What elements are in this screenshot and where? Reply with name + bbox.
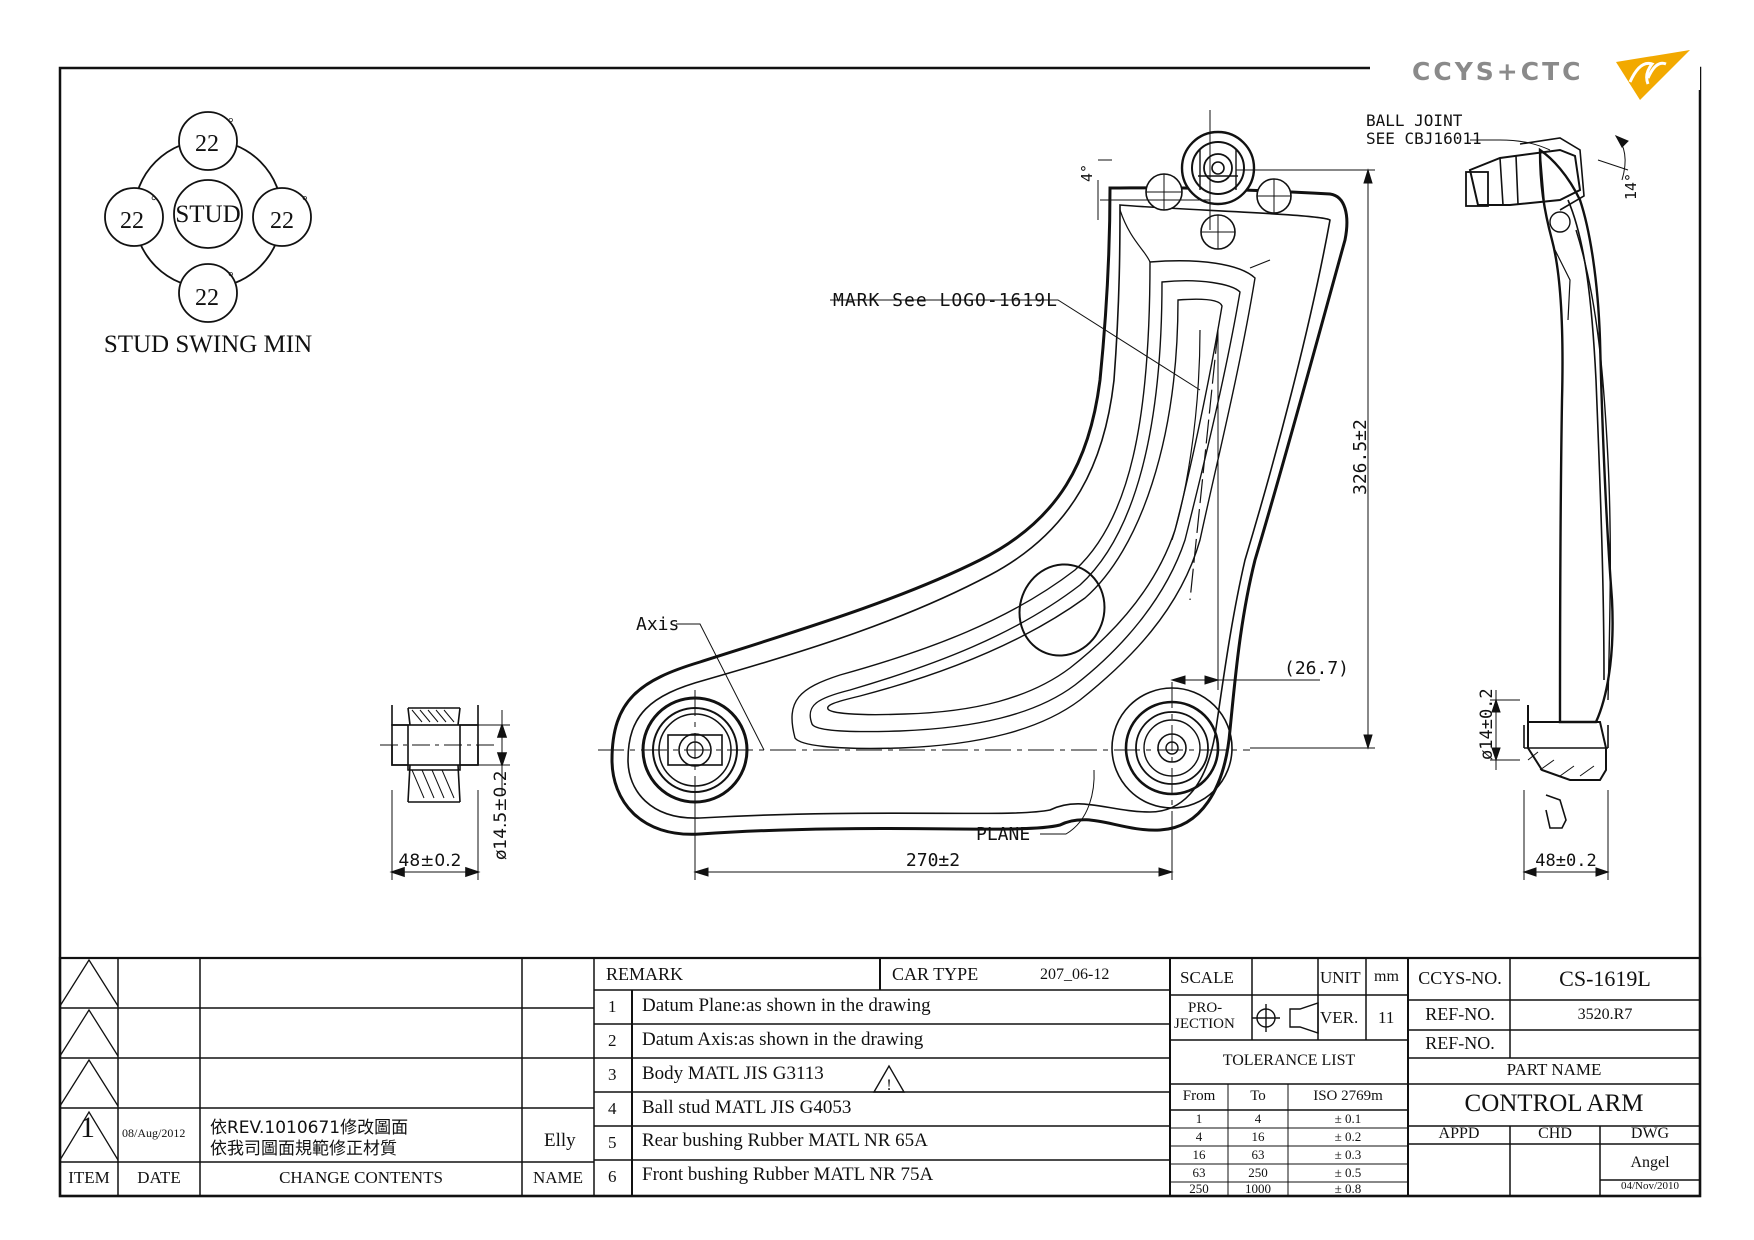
tolerance-to: 4 [1254,1111,1262,1126]
change-contents-header: CHANGE CONTENTS [279,1168,443,1187]
ccys-no-value: CS-1619L [1559,966,1651,991]
revision-change-line1: 依REV.1010671修改圖面 [210,1118,409,1138]
projection-label-1: PRO- [1188,1000,1223,1016]
revision-item-number: 1 [80,1111,95,1144]
title-block-grid [58,956,1702,1198]
side-diameter-dim: ø14±0.2 [1477,688,1497,760]
logo-mark-icon [1616,50,1690,100]
car-type-label: CAR TYPE [892,964,979,984]
angle-14-label: 14° [1622,173,1640,200]
swing-left-value: 22 [120,208,144,234]
tolerance-list-title: TOLERANCE LIST [1222,1052,1356,1069]
dwg-date: 04/Nov/2010 [1620,1180,1680,1192]
ccys-no-label: CCYS-NO. [1418,968,1502,988]
height-dim: 326.5±2 [1350,419,1371,495]
remark-number: 6 [608,1167,617,1186]
control-arm-side-view [1465,134,1629,880]
projection-symbol-icon [1252,1002,1319,1034]
tolerance-to: 16 [1251,1129,1265,1144]
tolerance-value: ± 0.3 [1334,1147,1362,1162]
axis-label: Axis [636,614,679,635]
ref-no-value: 3520.R7 [1577,1006,1633,1023]
degree-mark: ° [151,194,157,209]
offset-dim: (26.7) [1284,658,1349,679]
ball-joint-note-line1: BALL JOINT [1366,111,1463,130]
logo-text: CCYS+CTC [1412,57,1584,86]
title-block: 1 08/Aug/2012 依REV.1010671修改圖面 依我司圖面規範修正… [60,958,1700,1196]
revision-change-line2: 依我司圖面規範修正材質 [210,1139,397,1159]
remark-header: REMARK [606,964,684,984]
remark-text: Body MATL JIS G3113 [642,1063,824,1084]
length-dim: 270±2 [906,850,960,871]
tolerance-from: 1 [1195,1111,1203,1126]
ref-no-label: REF-NO. [1425,1004,1495,1024]
company-logo: CCYS+CTC [1412,50,1690,100]
degree-mark: ° [228,270,234,285]
scale-label: SCALE [1180,968,1234,987]
tolerance-value: ± 0.8 [1334,1181,1362,1196]
stud-swing-caption: STUD SWING MIN [104,331,312,358]
car-type-value: 207_06-12 [1040,966,1110,983]
dwg-label: DWG [1630,1125,1670,1142]
swing-top-value: 22 [195,131,219,157]
name-header: NAME [532,1168,584,1187]
unit-label: UNIT [1320,968,1361,987]
plane-label: PLANE [976,824,1030,845]
tolerance-value: ± 0.1 [1334,1111,1362,1126]
remark-text: Datum Plane:as shown in the drawing [642,995,931,1016]
tolerance-from: 4 [1195,1129,1203,1144]
appd-label: APPD [1438,1125,1480,1142]
bushing-width-dim: 48±0.2 [399,851,462,871]
remark-text: Datum Axis:as shown in the drawing [642,1029,924,1050]
ball-joint-note-line2: SEE CBJ16011 [1366,129,1482,148]
ref-no-label-2: REF-NO. [1425,1033,1495,1053]
remark-text: Front bushing Rubber MATL NR 75A [642,1164,934,1185]
side-width-dim: 48±0.2 [1535,851,1596,871]
stud-swing-diagram: STUD 22 22 22 22 ° ° ° ° STUD SWING MIN [104,111,312,358]
degree-mark: ° [302,194,308,209]
tolerance-to: 250 [1248,1165,1268,1180]
stud-label: STUD [175,201,240,228]
svg-text:!: ! [886,1077,891,1094]
bushing-side-view [380,705,510,880]
tolerance-value: ± 0.5 [1334,1165,1362,1180]
dwg-name: Angel [1630,1154,1670,1171]
degree-mark: ° [228,116,234,131]
logo-mark-note: MARK See LOGO-1619L [833,290,1058,311]
revision-name: Elly [544,1130,576,1151]
swing-right-value: 22 [270,208,294,234]
remark-number: 1 [608,997,617,1016]
chd-label: CHD [1538,1125,1572,1142]
remark-text: Rear bushing Rubber MATL NR 65A [642,1130,928,1151]
projection-label-2: JECTION [1174,1016,1235,1032]
tolerance-value: ± 0.2 [1334,1129,1362,1144]
control-arm-front-view [598,110,1375,880]
unit-value: mm [1374,968,1399,985]
revision-date: 08/Aug/2012 [122,1126,186,1140]
ver-value: 11 [1378,1008,1395,1027]
remark-text: Ball stud MATL JIS G4053 [642,1097,852,1118]
tolerance-from-header: From [1182,1088,1216,1104]
tolerance-from: 63 [1192,1165,1206,1180]
angle-4-label: 4° [1078,164,1096,182]
tolerance-to: 1000 [1245,1181,1271,1196]
tolerance-from: 16 [1192,1147,1206,1162]
tolerance-to: 63 [1251,1147,1265,1162]
item-header: ITEM [68,1168,110,1187]
tolerance-to-header: To [1250,1088,1266,1104]
remark-number: 3 [608,1065,617,1084]
part-name-value: CONTROL ARM [1464,1090,1644,1117]
part-name-label: PART NAME [1506,1060,1602,1079]
swing-bottom-value: 22 [195,285,219,311]
ver-label: VER. [1320,1008,1359,1027]
tolerance-std-header: ISO 2769m [1313,1088,1383,1104]
warning-triangle-icon: ! [872,1064,906,1094]
bushing-diameter-dim: ø14.5±0.2 [491,770,511,860]
date-header: DATE [137,1168,181,1187]
remark-number: 5 [608,1133,617,1152]
remark-number: 2 [608,1031,617,1050]
tolerance-from: 250 [1189,1181,1209,1196]
remark-number: 4 [608,1099,617,1118]
